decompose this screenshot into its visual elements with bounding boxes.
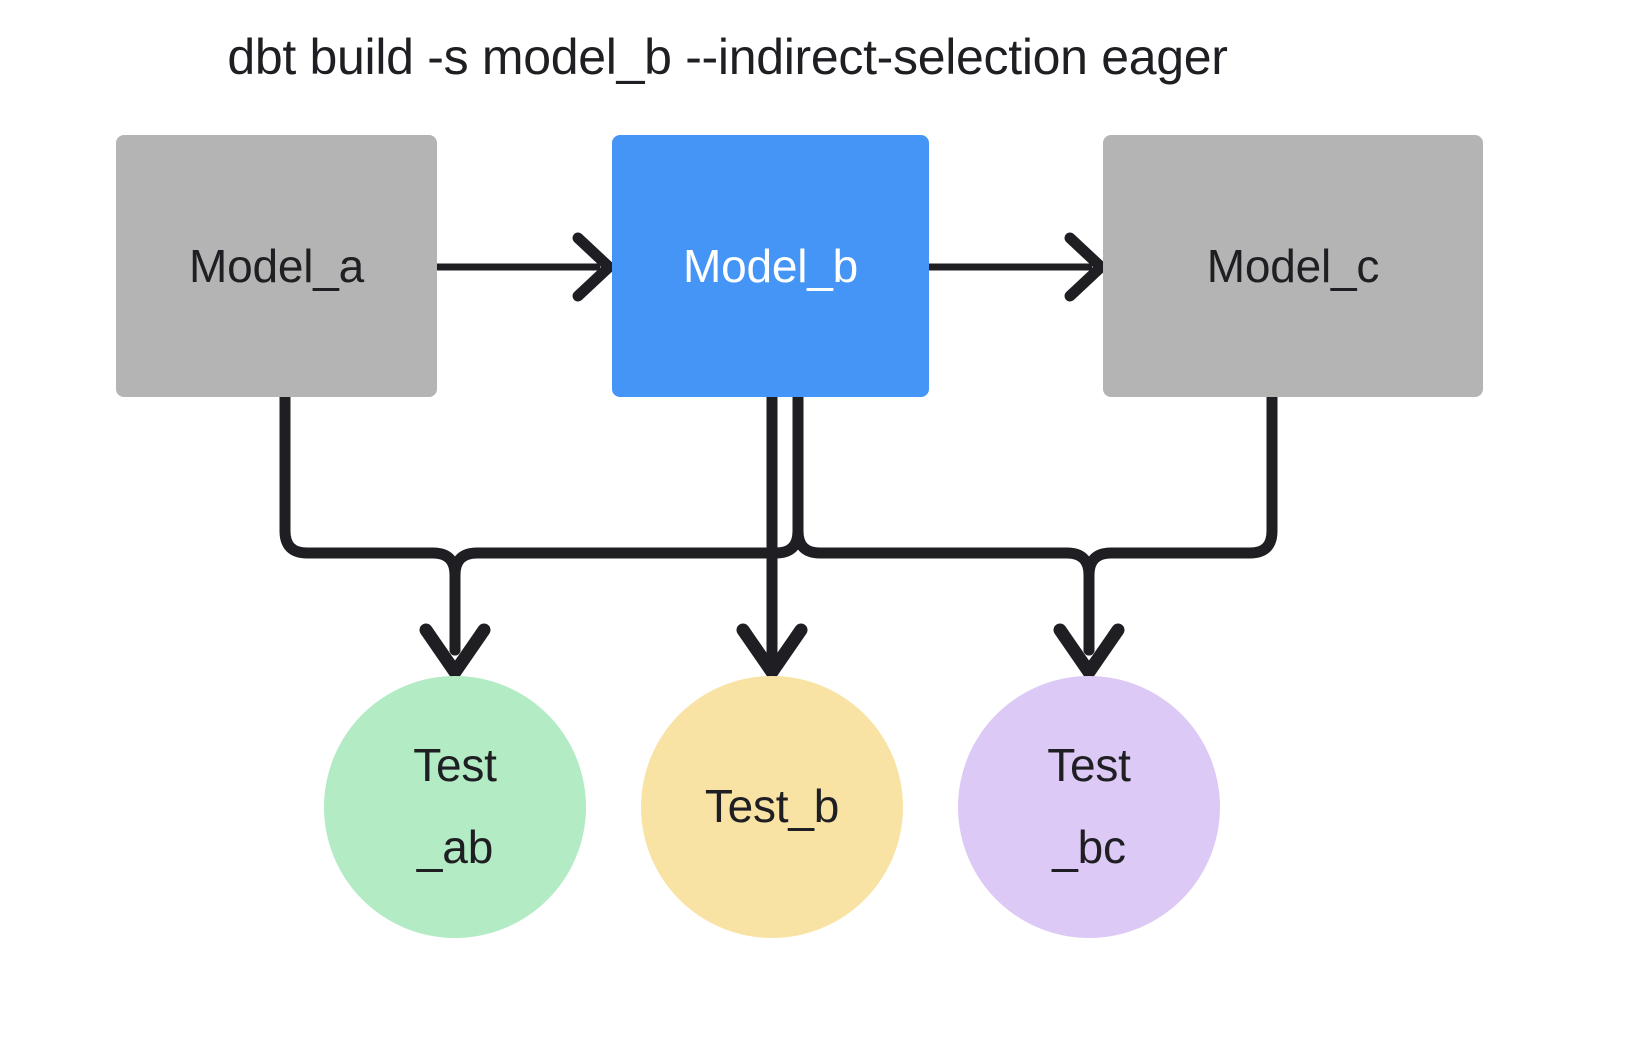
node-test-bc-label-line1: Test: [1047, 739, 1131, 792]
edge-model-a-to-model-b: [437, 232, 615, 302]
node-test-b[interactable]: Test_b: [641, 676, 903, 938]
edge-model-b-to-test-b: [736, 391, 808, 679]
arrowhead-test-bc: [1053, 623, 1125, 679]
edge-model-b-to-test-bc: [792, 391, 1095, 656]
node-model-a[interactable]: Model_a: [116, 135, 437, 397]
node-test-ab-label-line2: _ab: [416, 821, 494, 873]
node-test-ab-label-line1: Test: [413, 739, 497, 792]
node-model-b-label: Model_b: [682, 240, 859, 292]
node-model-a-label: Model_a: [188, 240, 365, 292]
edge-model-b-to-model-c: [929, 232, 1107, 302]
node-test-bc[interactable]: Test _bc: [958, 676, 1220, 938]
node-model-c[interactable]: Model_c: [1103, 135, 1483, 397]
arrowhead-test-ab: [419, 623, 491, 679]
edge-model-c-to-test-bc: [1083, 391, 1278, 656]
diagram-title: dbt build -s model_b --indirect-selectio…: [227, 29, 1228, 85]
node-model-b[interactable]: Model_b: [612, 135, 929, 397]
edge-model-b-to-test-ab: [449, 391, 804, 656]
node-model-c-label: Model_c: [1206, 240, 1380, 292]
edge-model-a-to-test-ab: [279, 391, 461, 656]
node-test-ab[interactable]: Test _ab: [324, 676, 586, 938]
node-test-bc-label-line2: _bc: [1052, 821, 1126, 873]
node-test-b-label-line1: Test_b: [704, 780, 840, 833]
